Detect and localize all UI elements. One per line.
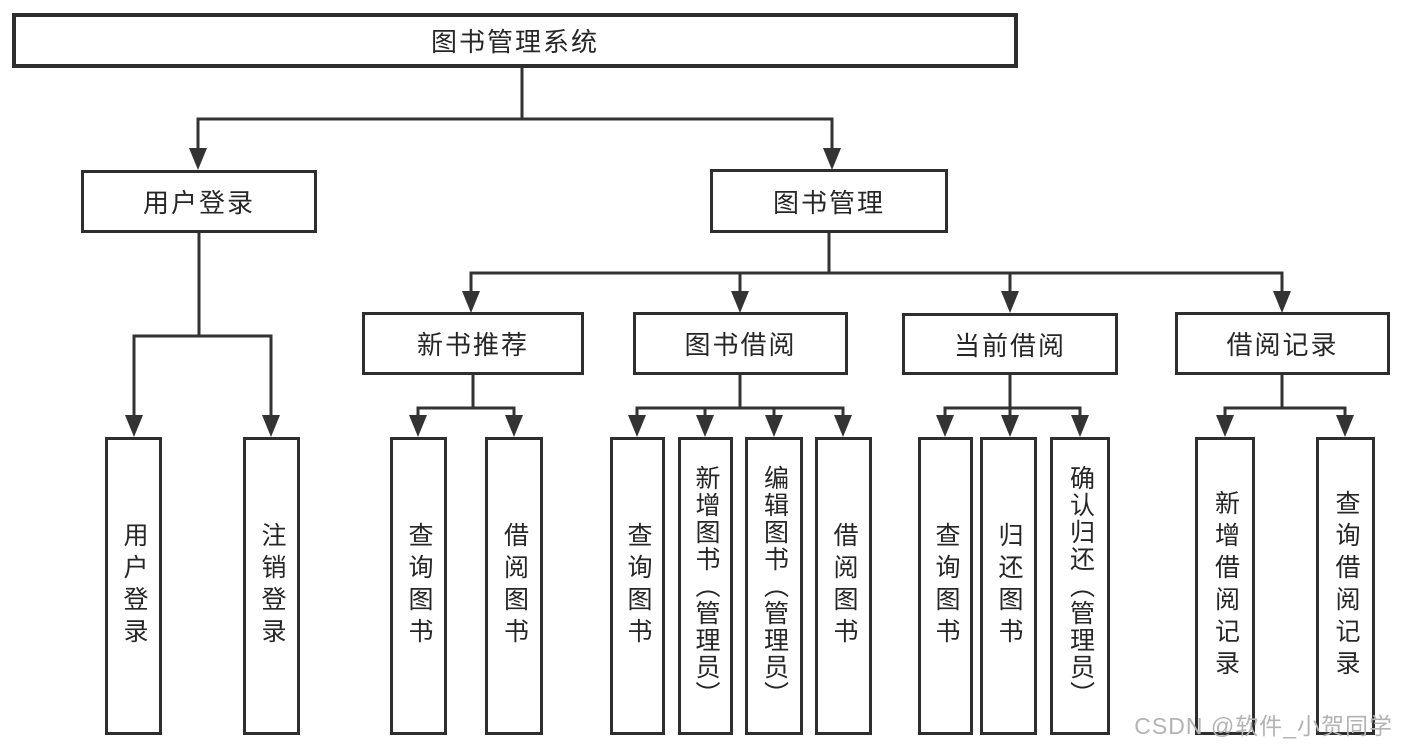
connector-book-borrowing-to-children [628,373,852,437]
node-borrowing-records: 借阅记录 [1175,312,1390,375]
connector-book-management-to-level3 [462,231,1291,313]
leaf-records-add-borrow-record: 新增借阅记录 [1195,437,1255,735]
leaf-recommend-query-books: 查询图书 [390,437,447,735]
leaf-borrowing-edit-books-admin: 编辑图书（管理员） [745,437,803,735]
node-user-login: 用户登录 [81,170,317,233]
leaf-current-confirm-return-admin: 确认归还（管理员） [1050,437,1110,735]
node-book-borrowing: 图书借阅 [633,312,848,375]
leaf-borrowing-borrow-books: 借阅图书 [815,437,872,735]
node-current-borrowing: 当前借阅 [902,313,1118,375]
connector-user-login-to-children [125,231,280,437]
node-book-management: 图书管理 [710,169,948,233]
leaf-borrowing-query-books: 查询图书 [610,437,665,735]
leaf-current-query-books: 查询图书 [918,437,973,735]
leaf-borrowing-add-books-admin: 新增图书（管理员） [678,437,733,735]
connector-current-borrowing-to-children [936,373,1089,437]
leaf-current-return-books: 归还图书 [980,437,1037,735]
leaf-recommend-borrow-books: 借阅图书 [485,437,543,735]
connector-borrowing-records-to-children [1216,373,1354,437]
node-new-book-recommend: 新书推荐 [362,312,584,375]
connector-root-to-level2 [189,66,841,170]
leaf-user-login: 用户登录 [105,437,162,735]
leaf-logout: 注销登录 [243,437,300,735]
node-library-management-system: 图书管理系统 [12,13,1018,68]
connector-new-book-recommend-to-children [409,373,523,437]
csdn-watermark: CSDN @软件_小贺同学 [1134,713,1393,739]
leaf-records-query-borrow-record: 查询借阅记录 [1316,437,1375,735]
